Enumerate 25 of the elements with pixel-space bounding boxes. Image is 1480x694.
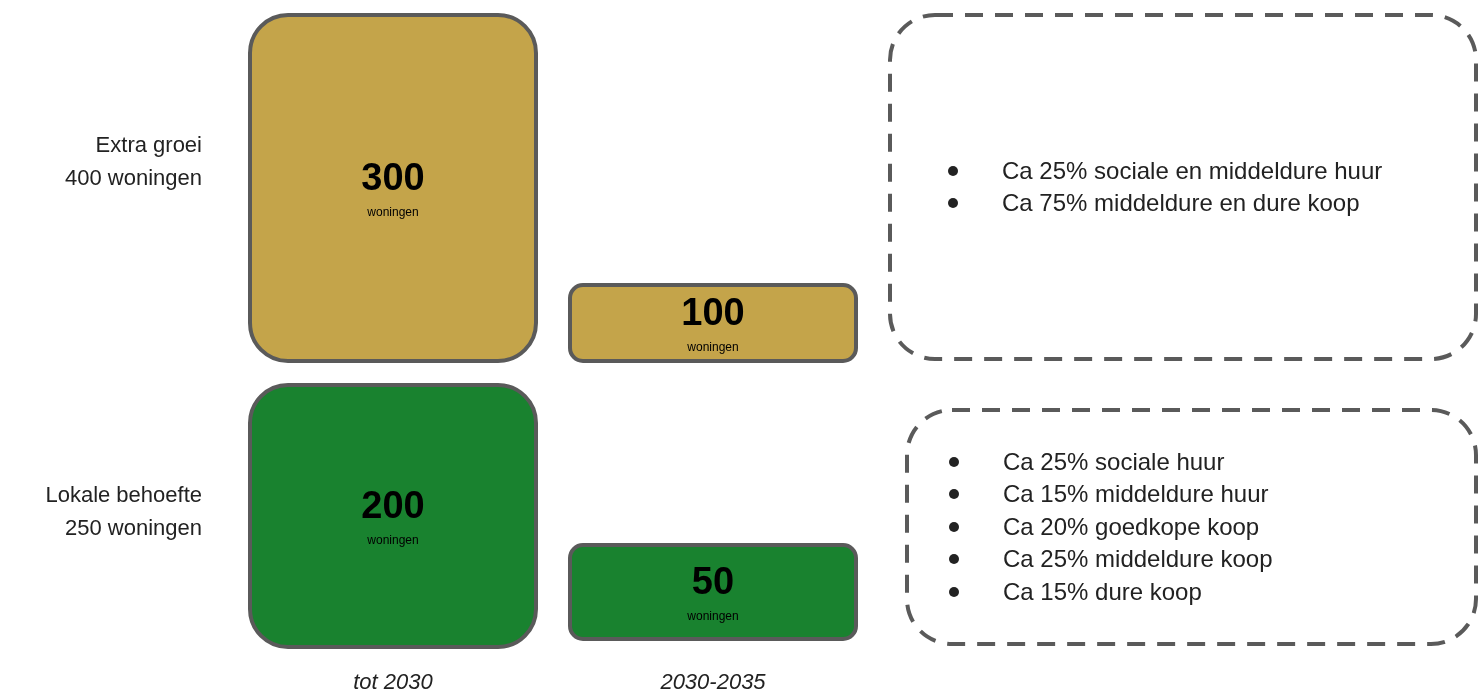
list-text: Ca 25% sociale en middeldure huur (1002, 156, 1383, 184)
list-text: Ca 15% middeldure huur (1003, 480, 1269, 508)
unit-text: woningen (687, 608, 739, 623)
dashed-box (888, 13, 1478, 361)
quantity-box (568, 283, 858, 363)
dashed-box (905, 408, 1478, 646)
list-text: Ca 75% middeldure en dure koop (1002, 189, 1360, 216)
unit-text: woningen (367, 532, 419, 547)
list-text: Ca 15% dure koop (1003, 577, 1202, 605)
quantity-box (248, 13, 538, 363)
column-label: 2030-2035 (659, 668, 767, 694)
row-label: Lokale behoefte 250 woningen (44, 481, 202, 542)
list-text: Ca 25% middeldure koop (1003, 545, 1273, 573)
list-text: Ca 20% goedkope koop (1003, 512, 1260, 540)
column-label: tot 2030 (352, 668, 434, 694)
quantity-box (568, 543, 858, 641)
row-label: Extra groei 400 woningen (64, 131, 202, 192)
quantity-number: 100 (681, 292, 745, 334)
quantity-number: 200 (361, 485, 425, 527)
quantity-number: 50 (691, 561, 735, 603)
unit-text: woningen (367, 204, 419, 219)
list-text: Ca 25% sociale huur (1003, 448, 1225, 475)
quantity-box (248, 383, 538, 649)
unit-text: woningen (687, 339, 739, 354)
quantity-number: 300 (361, 157, 425, 199)
